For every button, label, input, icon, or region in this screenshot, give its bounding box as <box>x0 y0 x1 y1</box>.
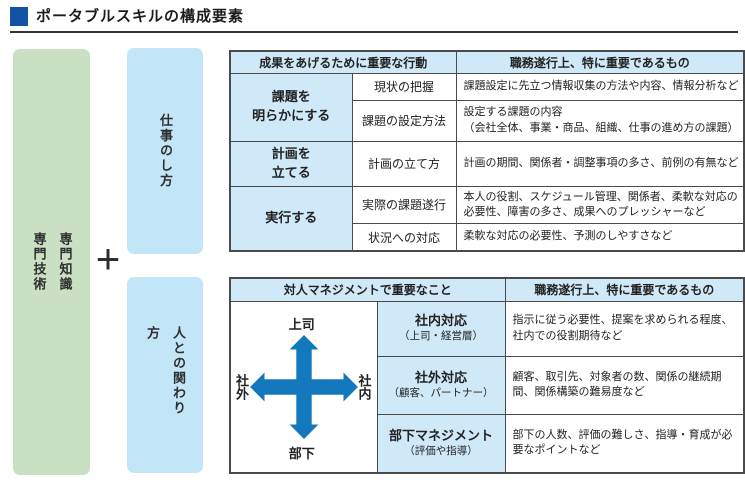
work-style-bar: 仕事のし方 <box>127 48 203 254</box>
group-plan: 計画を 立てる <box>229 140 353 187</box>
people-item-sub: （評価や指導） <box>404 444 478 457</box>
people-item: 社内対応 （上司・経営層） <box>376 300 506 357</box>
group-clarify: 課題を 明らかにする <box>229 72 353 142</box>
people-item-title: 部下マネジメント <box>389 427 494 443</box>
work-table: 成果をあげるために重要な行動 職務遂行上、特に重要であるもの 課題を 明らかにす… <box>229 50 745 252</box>
people-table-header-left: 対人マネジメントで重要なこと <box>229 277 506 302</box>
work-table-header-left: 成果をあげるために重要な行動 <box>229 50 457 74</box>
people-item: 部下マネジメント （評価や指導） <box>376 413 506 474</box>
cross-arrow-icon <box>249 334 358 439</box>
relations-cross-diagram: 上司 部下 社外 社内 <box>231 302 377 473</box>
work-item: 課題の設定方法 <box>351 99 457 142</box>
people-table: 対人マネジメントで重要なこと 職務遂行上、特に重要であるもの 上司 部下 社外 … <box>229 277 745 474</box>
group-execute: 実行する <box>229 185 353 252</box>
work-desc: 設定する課題の内容 （会社全体、事業・商品、組織、仕事の進め方の課題） <box>455 99 745 142</box>
work-desc: 計画の期間、関係者・調整事項の多さ、前例の有無など <box>455 140 745 187</box>
cross-label-subordinate: 部下 <box>288 446 315 461</box>
work-item: 計画の立て方 <box>351 140 457 187</box>
relations-cross-cell: 上司 部下 社外 社内 <box>229 300 378 474</box>
work-item: 状況への対応 <box>351 223 457 252</box>
plus-sign: + <box>95 235 121 282</box>
work-table-header-right: 職務遂行上、特に重要であるもの <box>455 50 745 74</box>
cross-label-internal: 社内 <box>356 373 372 400</box>
people-item-title: 社外対応 <box>415 369 468 385</box>
people-item-title: 社内対応 <box>415 313 468 329</box>
people-desc: 顧客、取引先、対象者の数、関係の継続期間、関係構築の難易度など <box>504 355 745 415</box>
title-square-icon <box>10 7 28 26</box>
work-desc: 本人の役割、スケジュール管理、関係者、柔軟な対応の必要性、障害の多さ、成果へのプ… <box>455 185 745 225</box>
people-item-sub: （顧客、パートナー） <box>388 386 494 399</box>
cross-label-boss: 上司 <box>288 316 315 332</box>
specialty-label: 専門知識 専門技術 <box>31 232 73 292</box>
people-style-bar: 人との関わり方 <box>127 277 203 473</box>
work-item: 実際の課題遂行 <box>351 185 457 225</box>
work-item: 現状の把握 <box>351 72 457 101</box>
work-style-label: 仕事のし方 <box>158 113 173 189</box>
people-item-sub: （上司・経営層） <box>399 330 483 343</box>
cross-label-external: 社外 <box>234 373 249 400</box>
title-underline <box>10 31 738 33</box>
specialty-bar: 専門知識 専門技術 <box>13 49 90 475</box>
people-item: 社外対応 （顧客、パートナー） <box>376 355 506 415</box>
work-desc: 柔軟な対応の必要性、予測のしやすさなど <box>455 223 745 252</box>
people-desc: 指示に従う必要性、提案を求められる程度、社内での役割期待など <box>504 300 745 357</box>
people-table-header-right: 職務遂行上、特に重要であるもの <box>504 277 745 302</box>
work-desc: 課題設定に先立つ情報収集の方法や内容、情報分析など <box>455 72 745 101</box>
people-style-label: 人との関わり方 <box>145 326 186 416</box>
people-desc: 部下の人数、評価の難しさ、指導・育成が必要なポイントなど <box>504 413 745 474</box>
page-title: ポータブルスキルの構成要素 <box>36 8 245 25</box>
